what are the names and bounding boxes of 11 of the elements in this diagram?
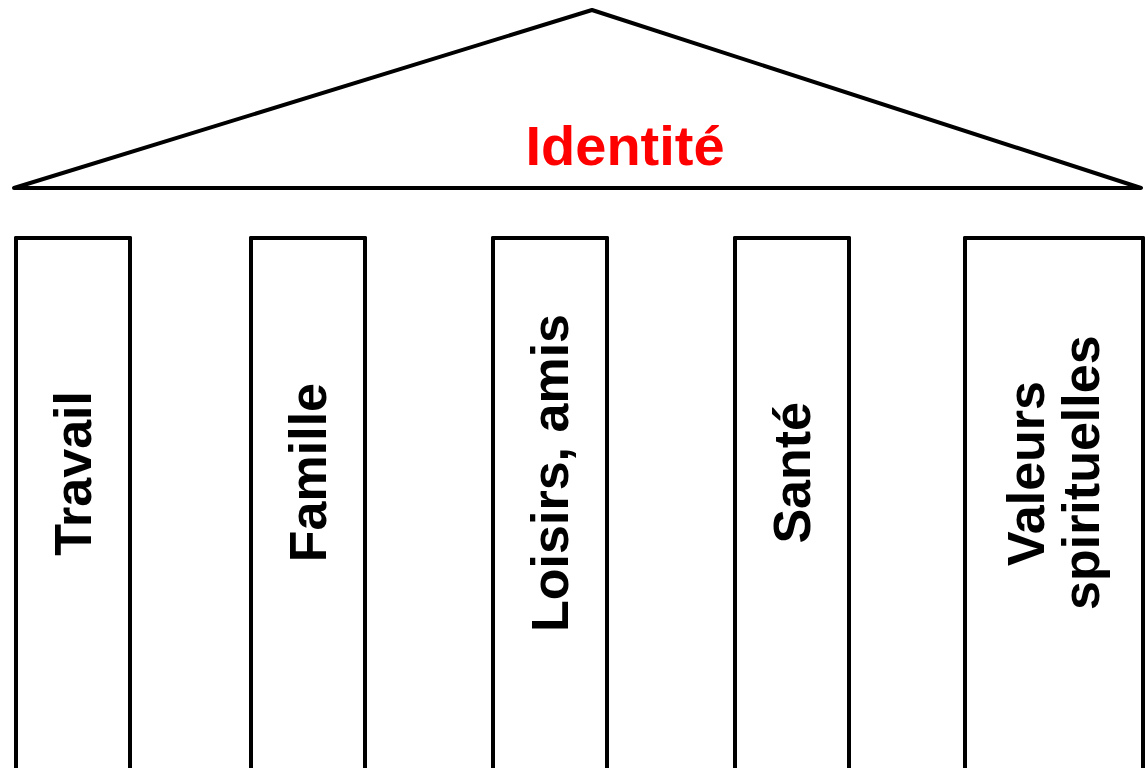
pillar-label: Travail — [45, 390, 101, 556]
pillar-label: Famille — [280, 383, 336, 563]
pillar-label: Loisirs, amis — [522, 314, 578, 632]
roof-label: Identité — [525, 112, 725, 178]
pillar — [249, 236, 367, 768]
pillar — [963, 236, 1145, 768]
pillar-label: Santé — [764, 402, 820, 544]
pillar — [733, 236, 851, 768]
pillar — [491, 236, 609, 768]
pillar-label: Valeurs spirituelles — [999, 334, 1109, 613]
pillar — [14, 236, 132, 768]
